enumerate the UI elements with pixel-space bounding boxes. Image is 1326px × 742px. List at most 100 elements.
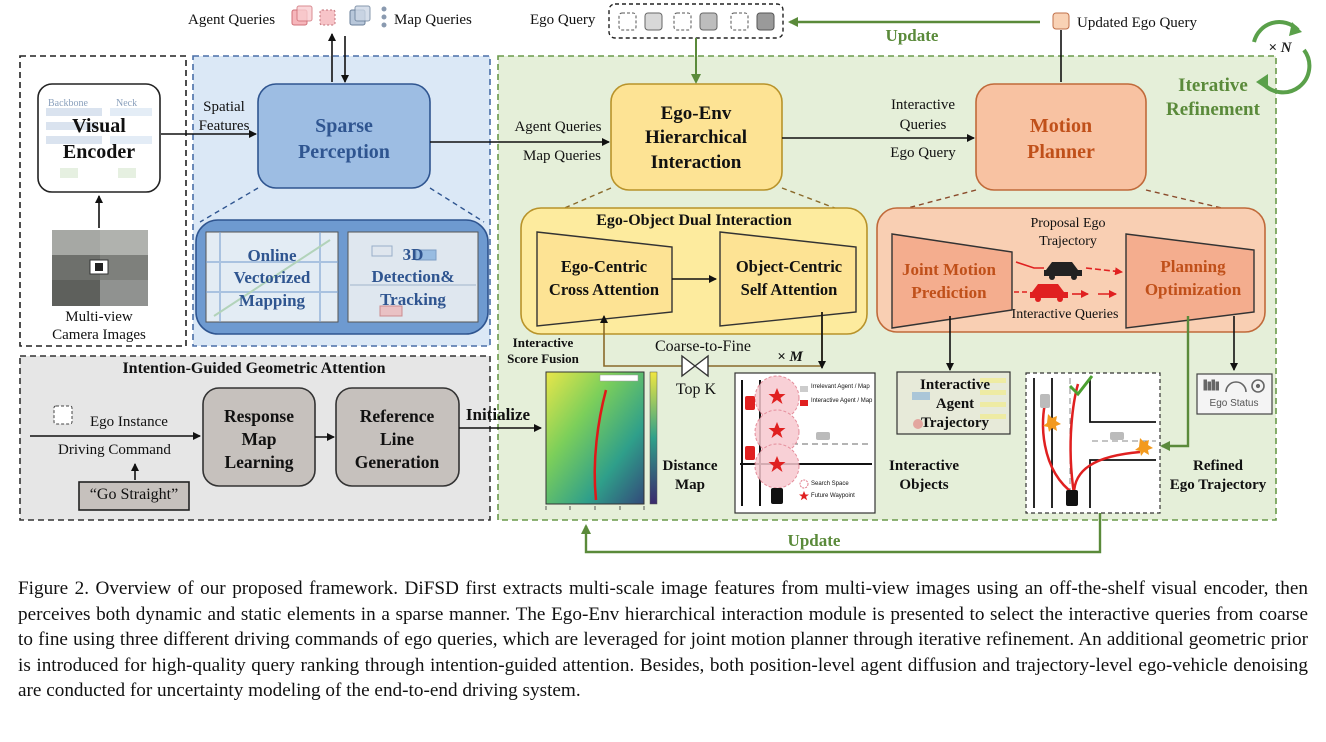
camera-label-2: Camera Images (52, 327, 146, 343)
legend-future-waypoint: Future Waypoint (811, 493, 855, 499)
update-bottom-label: Update (787, 531, 841, 550)
iteration-refresh-icon (1252, 20, 1312, 95)
sparse-perception-box (257, 83, 431, 189)
proposal-label-2: Trajectory (1039, 234, 1097, 249)
refined-label-2: Ego Trajectory (1169, 477, 1267, 493)
motion-title-2: Planner (1027, 141, 1095, 163)
ego-centric-1: Ego-Centric (560, 257, 648, 276)
neck-label: Neck (116, 98, 138, 109)
driving-command-label: Driving Command (58, 442, 171, 458)
detection-image (347, 231, 479, 323)
sparse-title-1: Sparse (315, 115, 373, 137)
detection-2: Detection& (371, 267, 455, 286)
camera-label-1: Multi-view (65, 309, 133, 325)
topk-label: Top K (675, 381, 717, 398)
joint-motion-block (891, 233, 1013, 329)
encoder-sketch (46, 108, 152, 178)
check-icon (1068, 375, 1094, 397)
ego-env-box (610, 83, 783, 191)
legend-irrelevant: Irrelevant Agent / Map (811, 384, 870, 390)
map-queries-top-label: Map Queries (394, 12, 472, 28)
agent-queries-top-label: Agent Queries (188, 12, 276, 28)
distance-map-label-1: Distance (662, 458, 718, 474)
initialize-label: Initialize (465, 405, 531, 424)
detection-3: Tracking (380, 290, 446, 309)
motion-ego-query-label: Ego Query (890, 145, 956, 161)
interactive-car-icon (1030, 284, 1068, 302)
reference-line-box (335, 387, 460, 487)
ego-env-title-2: Hierarchical (644, 127, 748, 148)
agent-traj-2: Agent (935, 396, 975, 412)
reference-line-3: Generation (354, 452, 440, 472)
response-map-2: Map (241, 429, 277, 449)
legend-interactive: Interactive Agent / Map (811, 398, 873, 404)
topk-valve-icon (681, 354, 709, 378)
motion-title-1: Motion (1029, 115, 1093, 137)
updated-ego-query-icon (1052, 12, 1070, 30)
collision-icon-1 (1043, 414, 1061, 432)
joint-motion-2: Prediction (911, 283, 987, 302)
framework-diagram (19, 3, 1312, 554)
map-query-icons (349, 5, 387, 28)
proposal-car-icon (1044, 262, 1082, 280)
interactive-queries-label-2: Queries (899, 117, 947, 133)
spatial-features-label-2: Features (198, 118, 250, 134)
iterative-label-2: Refinement (1166, 99, 1260, 120)
interactive-objects-label-2: Objects (899, 477, 949, 493)
ego-env-agent-queries: Agent Queries (514, 119, 602, 135)
online-mapping-2: Vectorized (233, 268, 311, 287)
object-centric-2: Self Attention (740, 280, 838, 299)
figure-caption: Figure 2. Overview of our proposed frame… (18, 578, 1308, 701)
ego-env-title-1: Ego-Env (660, 103, 732, 124)
ego-query-top-label: Ego Query (530, 12, 596, 28)
response-map-1: Response (223, 406, 295, 426)
agent-traj-3: Trajectory (920, 415, 990, 431)
response-map-3: Learning (224, 452, 294, 472)
ego-centric-block (536, 231, 673, 327)
ego-centric-2: Cross Attention (548, 280, 660, 299)
ego-instance-label: Ego Instance (90, 414, 168, 430)
ego-instance-icon (53, 405, 73, 425)
ego-status-label: Ego Status (1209, 398, 1259, 409)
planning-2: Optimization (1144, 280, 1242, 299)
collision-icon-2 (1135, 438, 1153, 456)
score-fusion-1: Interactive (512, 335, 574, 350)
visual-encoder-title-1: Visual (72, 115, 126, 137)
ego-status-icons (1203, 379, 1265, 393)
interactive-queries-label-1: Interactive (890, 97, 956, 113)
times-n-label: × N (1268, 40, 1292, 56)
iterative-label-1: Iterative (1178, 75, 1248, 96)
interactive-objects-label-1: Interactive (889, 458, 959, 474)
update-top-label: Update (885, 26, 939, 45)
updated-ego-query-label: Updated Ego Query (1077, 15, 1197, 31)
reference-line-2: Line (379, 429, 415, 449)
dual-interaction-title: Ego-Object Dual Interaction (596, 212, 792, 229)
ego-env-map-queries: Map Queries (523, 148, 601, 164)
score-fusion-2: Score Fusion (507, 351, 579, 366)
detection-1: 3D (402, 245, 424, 264)
joint-motion-1: Joint Motion (902, 260, 996, 279)
coarse-to-fine-label: Coarse-to-Fine (655, 338, 751, 355)
distance-map-label-2: Map (675, 477, 705, 493)
motion-planner-box (975, 83, 1147, 191)
go-straight-label: “Go Straight” (89, 486, 179, 503)
planning-optimization-block (1125, 233, 1255, 329)
spatial-features-label-1: Spatial (203, 99, 245, 115)
interactive-queries-inner: Interactive Queries (1011, 307, 1119, 322)
ego-query-icons (618, 12, 775, 31)
online-mapping-3: Mapping (238, 291, 306, 310)
reference-line-1: Reference (359, 406, 435, 426)
planning-1: Planning (1160, 257, 1226, 276)
legend-search-space: Search Space (811, 481, 849, 487)
object-centric-1: Object-Centric (735, 257, 843, 276)
go-straight-box (78, 481, 190, 511)
backbone-label: Backbone (48, 98, 88, 109)
agent-query-icons (291, 5, 336, 26)
sparse-title-2: Perception (298, 141, 390, 163)
object-centric-block (719, 231, 857, 327)
visual-encoder-title-2: Encoder (62, 141, 136, 163)
ego-env-title-3: Interaction (650, 152, 742, 173)
online-mapping-1: Online (247, 246, 297, 265)
camera-images (52, 230, 148, 306)
times-m-label: × M (777, 349, 803, 365)
